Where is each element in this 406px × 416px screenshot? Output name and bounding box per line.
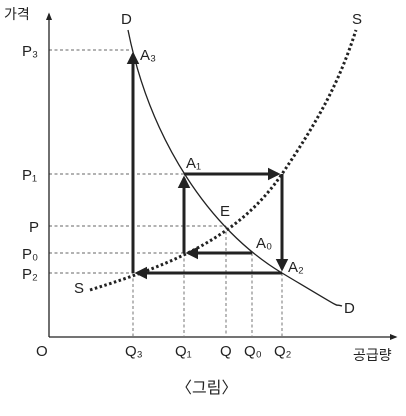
y-axis-label: 가격 bbox=[4, 6, 30, 22]
supply-label-top: S bbox=[352, 11, 362, 28]
price-tick-p: P bbox=[29, 219, 39, 236]
quantity-tick-q0: Q₀ bbox=[244, 343, 262, 360]
x-axis-label: 공급량 bbox=[353, 347, 392, 363]
demand-curve bbox=[127, 29, 343, 307]
supply-curve bbox=[89, 29, 358, 292]
point-a2-label: A₂ bbox=[288, 259, 304, 276]
quantity-tick-q1: Q₁ bbox=[175, 343, 192, 360]
point-a3-label: A₃ bbox=[140, 47, 156, 64]
price-tick-p2: P₂ bbox=[22, 266, 38, 283]
price-tick-p1: P₁ bbox=[22, 167, 37, 184]
cobweb-path bbox=[126, 51, 289, 280]
quantity-tick-q2: Q₂ bbox=[274, 343, 292, 360]
supply-label-bottom: S bbox=[74, 280, 84, 297]
point-a1-label: A₁ bbox=[186, 155, 201, 172]
origin-label: O bbox=[36, 343, 48, 360]
price-tick-p0: P₀ bbox=[22, 246, 38, 263]
guide-lines bbox=[49, 49, 283, 336]
demand-label-bottom: D bbox=[344, 300, 355, 317]
quantity-tick-q3: Q₃ bbox=[125, 343, 143, 360]
point-a0-label: A₀ bbox=[256, 235, 272, 252]
demand-label-top: D bbox=[121, 11, 132, 28]
point-e-label: E bbox=[220, 203, 230, 220]
figure-caption: 〈그림〉 bbox=[176, 379, 237, 397]
price-tick-p3: P₃ bbox=[22, 43, 38, 60]
quantity-tick-q: Q bbox=[220, 343, 232, 360]
